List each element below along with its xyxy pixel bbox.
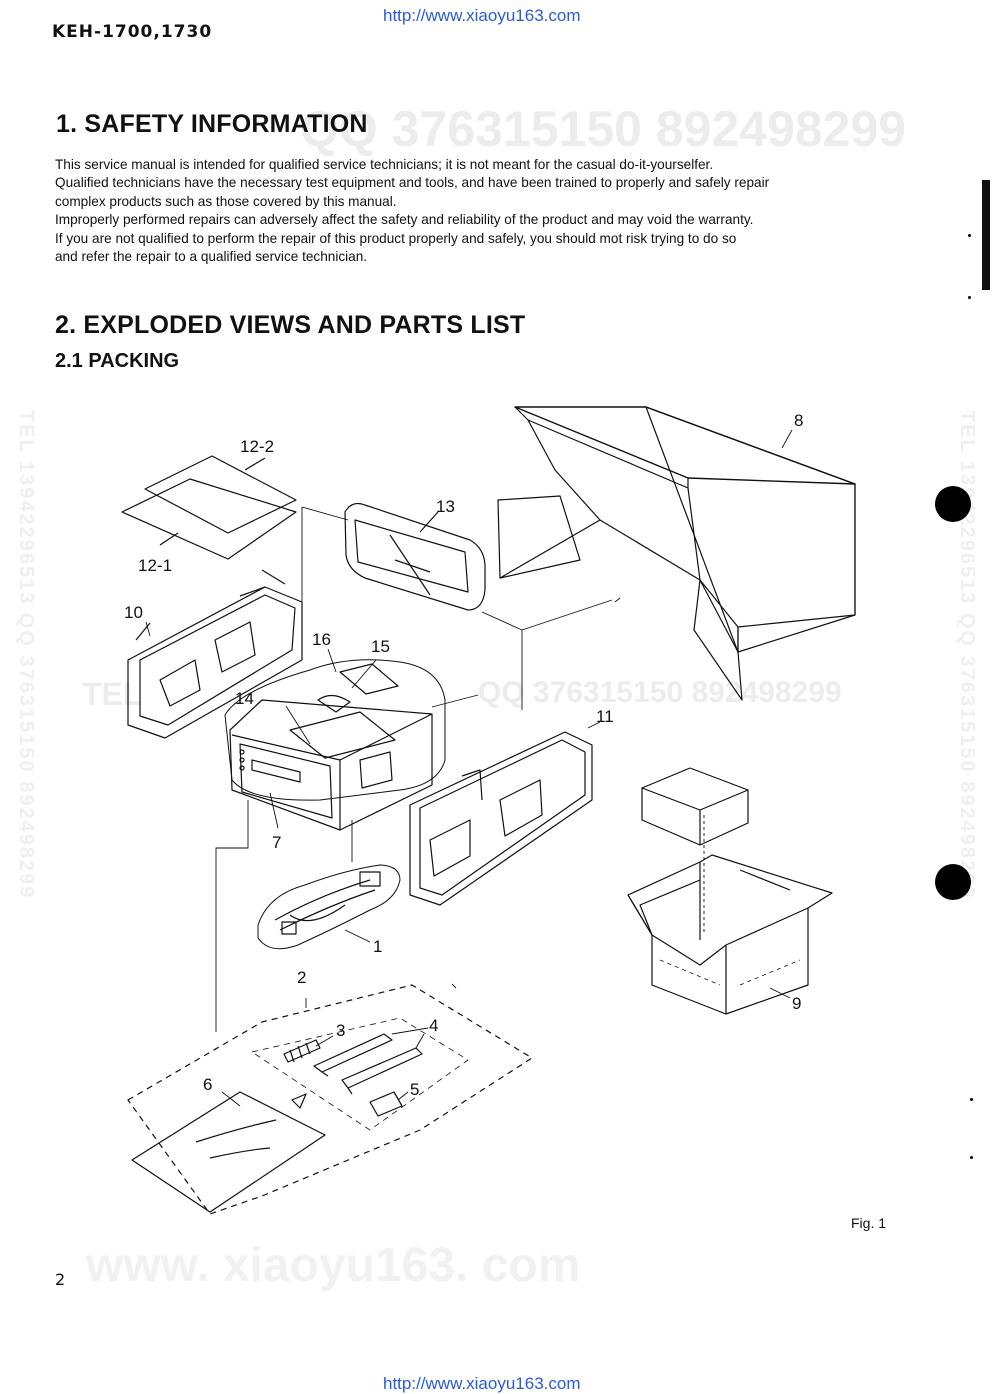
safety-line: Qualified technicians have the necessary… [55,175,770,191]
front-panel-bag [344,502,486,611]
punch-hole-mark [935,486,971,522]
callout-12-1: 12-1 [138,556,172,575]
callout-10: 10 [124,603,143,622]
safety-line: Improperly performed repairs can adverse… [55,212,754,228]
callout-7: 7 [272,833,281,852]
callout-5: 5 [410,1080,419,1099]
safety-paragraph: This service manual is intended for qual… [55,156,935,266]
top-url-link[interactable]: http://www.xiaoyu163.com [383,6,581,25]
head-unit [229,663,433,831]
callout-16: 16 [312,630,331,649]
margin-dot [970,1098,973,1101]
screw [283,1039,321,1063]
callout-8: 8 [794,411,803,430]
wiring-harness [257,864,401,950]
binding-bar [982,180,990,290]
exploded-views-title: 2. EXPLODED VIEWS AND PARTS LIST [55,311,526,339]
watermark-bottom-bg: www. xiaoyu163. com [86,1239,581,1292]
bottom-url-link[interactable]: http://www.xiaoyu163.com [383,1374,581,1393]
carton-inner [627,854,833,1015]
safety-line: complex products such as those covered b… [55,193,397,209]
safety-line: If you are not qualified to perform the … [55,230,737,246]
watermark-header-bg: QQ 376315150 892498299 [300,101,907,157]
callout-15: 15 [371,637,390,656]
margin-dot [968,234,971,237]
callout-11: 11 [596,707,614,726]
watermark-mid-bg: QQ 376315150 892498299 [478,676,842,709]
page-number: 2 [55,1270,66,1289]
safety-line: and refer the repair to a qualified serv… [55,249,368,265]
callout-14: 14 [235,689,254,708]
accessory-bag [127,984,533,1215]
callout-3: 3 [336,1021,345,1040]
margin-dot [968,296,971,299]
reference-lines [145,429,793,1107]
callout-9: 9 [792,994,801,1013]
safety-title: 1. SAFETY INFORMATION [56,110,368,138]
callout-6: 6 [203,1075,212,1094]
sheets [121,455,297,560]
pad-left [127,569,303,739]
safety-line: This service manual is intended for qual… [55,157,714,172]
extraction-keys [313,1033,423,1095]
model-header: KEH-1700,1730 [52,22,213,42]
plastic-bag [131,1091,326,1213]
pad-right [409,731,593,906]
carton-outer [497,406,856,701]
watermark-side-right: TEL 13942296513 QQ 376315150 892498299 [956,410,978,900]
figure-label: Fig. 1 [851,1215,887,1231]
watermark-mid-tel: TEL [82,676,143,712]
punch-hole-mark [935,864,971,900]
callout-4: 4 [429,1016,438,1035]
callout-12-2: 12-2 [240,437,274,456]
callout-2: 2 [297,968,306,987]
callout-13: 13 [436,497,455,516]
packing-subtitle: 2.1 PACKING [55,350,180,372]
watermark-side-left: TEL 13942296513 QQ 376315150 892498299 [15,410,37,900]
sleeve [369,1091,403,1117]
margin-dot [970,1156,973,1159]
small-box [641,767,749,846]
callout-1: 1 [373,937,382,956]
